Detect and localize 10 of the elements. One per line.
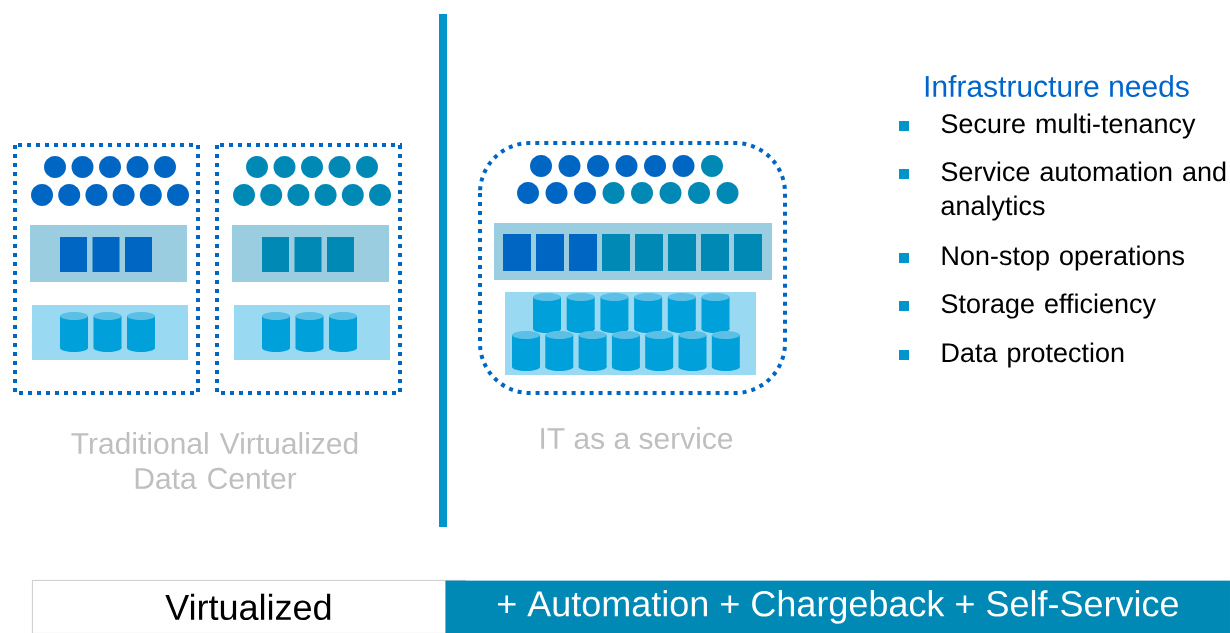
heading: Infrastructure needs bbox=[925, 75, 1189, 97]
bullet-item: Data protection bbox=[942, 342, 1124, 368]
bullet-item: Storage efficiency bbox=[941, 293, 1156, 319]
caption: IT as a service bbox=[541, 427, 733, 450]
bullet-item: Service automation and analytics bbox=[941, 161, 1226, 221]
stage-bar: + Automation + Chargeback + Self-Service bbox=[445, 580, 1230, 633]
caption: Traditional Virtualized Data Center bbox=[71, 432, 358, 490]
bullet-item: Secure multi-tenancy bbox=[941, 113, 1196, 139]
bullet-item: Non-stop operations bbox=[942, 245, 1184, 271]
stage-bar: Virtualized bbox=[32, 580, 466, 633]
